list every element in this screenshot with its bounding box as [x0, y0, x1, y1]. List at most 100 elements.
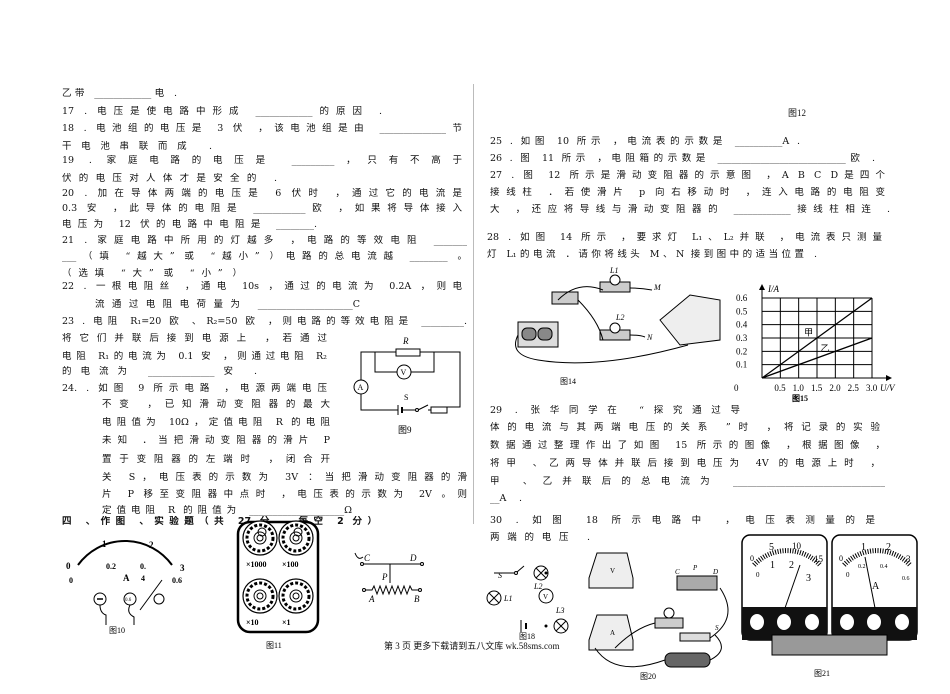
question-text-line: 27 . 图 12 所示是滑动变阻器的示意图 ，A B C D是四个: [490, 170, 885, 181]
figure-label: A: [610, 629, 615, 637]
question-text-line: 24. . 如图 9 所示电路 ，电源两端电压: [62, 383, 327, 394]
figure-label: L3: [555, 606, 564, 615]
y-tick-label: 0.2: [736, 346, 747, 356]
figure-label: P: [381, 572, 388, 582]
question-text-line: 21 . 家庭电路中所用的灯越多 ，电路的等效电阻 _______: [62, 235, 467, 246]
x-tick-label: 1.0: [793, 383, 805, 393]
fig9-caption: 图9: [398, 425, 412, 435]
figure-label: 0: [839, 554, 843, 563]
resistance-dial[interactable]: ×1: [278, 578, 314, 627]
figure-label: L1: [503, 594, 512, 603]
figure-label: A: [368, 594, 375, 604]
y-axis-label: I/A: [767, 284, 779, 294]
x-tick-label: 0.5: [774, 383, 786, 393]
fig9-a-label: A: [358, 383, 364, 392]
figure-label: 0.4: [880, 564, 888, 570]
y-tick-label: 0.6: [736, 293, 748, 303]
question-text-line: 置于变阻器的左端时 ，闭合开: [102, 454, 330, 465]
figure-label: D: [712, 568, 718, 576]
y-tick-label: 0.4: [736, 320, 748, 330]
question-text-line: 22 . 一根电阻丝 ，通电 10s ，通过的电流为 0.2A ，则电: [62, 281, 462, 292]
figure-label: L2: [533, 582, 542, 591]
resistance-dial[interactable]: ×100: [278, 520, 314, 569]
figure-label: 0: [66, 561, 71, 571]
figure-label: 3: [180, 563, 185, 573]
figure-label: ×1: [282, 618, 291, 627]
resistance-dial[interactable]: ×10: [242, 578, 278, 627]
question-text-line: 0.3 安 ，此导体的电阻是 ___________欧 ，如果将导体接入: [62, 203, 462, 214]
question-text-line: 30 . 如图 18 所示电路中 ，电压表测量的是: [490, 515, 875, 526]
question-text-line: 片 P 移至变阻器中点时 ，电压表的示数为 2V 。则: [102, 489, 467, 500]
question-text-line: （选填 “大” 或 “小” ）: [62, 268, 242, 279]
figure-label: 15: [814, 554, 824, 564]
x-axis-label: U/V: [880, 383, 896, 393]
figure-label: 0.6: [172, 576, 182, 585]
x-tick-label: 0: [734, 383, 739, 393]
figure-label: 3: [806, 573, 811, 584]
question-text-line: 关 S，电压表的示数为 3V ：当把滑动变阻器的滑: [102, 472, 467, 483]
question-text-line: 23 . 电阻 R₁=20 欧 、R₂=50 欧 ，则电路的等效电阻是 ____…: [62, 316, 467, 327]
series-label-jia: 甲: [804, 327, 813, 337]
figure-label: 0.6: [902, 576, 910, 582]
figure-label: V: [610, 567, 615, 575]
question-text-line: 18 . 电池组的电压是 3 伏 ，该电池组是由 ______________节: [62, 123, 462, 134]
figure-label: 2: [886, 542, 891, 553]
figure-label: L1: [609, 266, 618, 275]
figure-21-meters: 0 5 10 15 0 1 2 3 0 1 2 3 0 0.2 0.4 0.6 …: [741, 534, 918, 678]
question-text-line: 的电流为 ______________安 .: [62, 366, 257, 377]
figure-label: A: [872, 581, 880, 592]
x-tick-label: 3.0: [866, 383, 878, 393]
figure-label: ×10: [246, 618, 259, 627]
figure-label: L2: [615, 313, 624, 322]
question-text-line: 26 . 图 11 所示 ，电阻箱的示数是 __________________…: [490, 153, 875, 164]
fig18-caption: 图18: [519, 632, 535, 641]
series-line-1: [761, 337, 873, 379]
figure-label: 10: [792, 541, 802, 551]
question-text-line: 伏的电压对人体才是安全的 .: [62, 173, 277, 184]
figure-label: 2: [149, 540, 154, 550]
figure-12-rheostat: C D P A B: [354, 552, 424, 604]
figure-label: V: [543, 593, 548, 601]
figure-label: 1: [102, 539, 107, 549]
resistance-dial[interactable]: ×1000: [242, 520, 278, 569]
question-text-line: 两端的电压 .: [490, 532, 590, 543]
figure-label: C: [364, 553, 371, 563]
question-text-line: 29 . 张华同学在 “探究通过导: [490, 405, 740, 416]
y-tick-label: 0.3: [736, 333, 748, 343]
x-tick-label: 2.0: [829, 383, 841, 393]
question-text-line: 不变 ，已知滑动变阻器的最大: [102, 399, 330, 410]
fig11-caption: 图11: [266, 641, 282, 650]
page-footer: 第 3 页 更多下载请到五八文库 wk.58sms.com: [384, 641, 560, 651]
figure-label: 2: [789, 560, 794, 571]
question-text-line: 电阻值为 10Ω，定值电阻 R 的电阻: [102, 417, 330, 428]
question-text-line: 大 ，还应将导线与滑动变阻器的 ____________接线柱相连 .: [490, 204, 890, 215]
question-text-line: 电阻 R₁的电流为 0.1 安 ，则通过电阻 R₂: [62, 351, 327, 362]
fig14-caption: 图14: [560, 377, 576, 386]
fig10-caption: 图10: [109, 626, 125, 635]
figure-label: 0: [756, 571, 760, 579]
x-tick-label: 2.5: [848, 383, 860, 393]
figure-label: B: [414, 594, 420, 604]
figure-label: 1: [861, 542, 866, 553]
fig12-caption: 图12: [788, 108, 807, 118]
figure-label: 0.2: [106, 562, 116, 571]
figure-10-ammeter: 0 1 2 3 0 0.2 0. 4 0.6 A 0.6 图10: [66, 539, 185, 635]
question-text-line: 将它们并联后接到电源上 ，若通过: [62, 333, 327, 344]
figure-label: N: [646, 333, 653, 342]
series-label-yi: 乙: [821, 343, 830, 353]
question-text-line: 定值电阻 R 的阻值为 ____________________Ω: [102, 505, 352, 516]
x-tick-label: 1.5: [811, 383, 823, 393]
figure-label: 0: [846, 571, 850, 579]
question-text-line: 未知 ．当把滑动变阻器的滑片 P: [102, 435, 330, 446]
question-text-line: 数据通过整理作出了如图 15 所示的图像 ，根据图像 ，: [490, 440, 885, 451]
question-text-line: 19 . 家庭电路的电压是 _________，只有不高于: [62, 155, 462, 166]
figure-label: D: [409, 553, 417, 563]
series-line-0: [761, 297, 873, 379]
question-text-line: __A .: [490, 493, 522, 504]
question-text-line: 将甲 、乙两导体并联后接到电压为 4V 的电源上时 ，: [490, 458, 880, 469]
figure-label: A: [123, 573, 130, 583]
figure-11-resistance-box: ×1000×100 ×10 ×1 图11: [236, 520, 320, 650]
figure-label: M: [653, 283, 662, 292]
figure-label: S: [498, 571, 502, 580]
